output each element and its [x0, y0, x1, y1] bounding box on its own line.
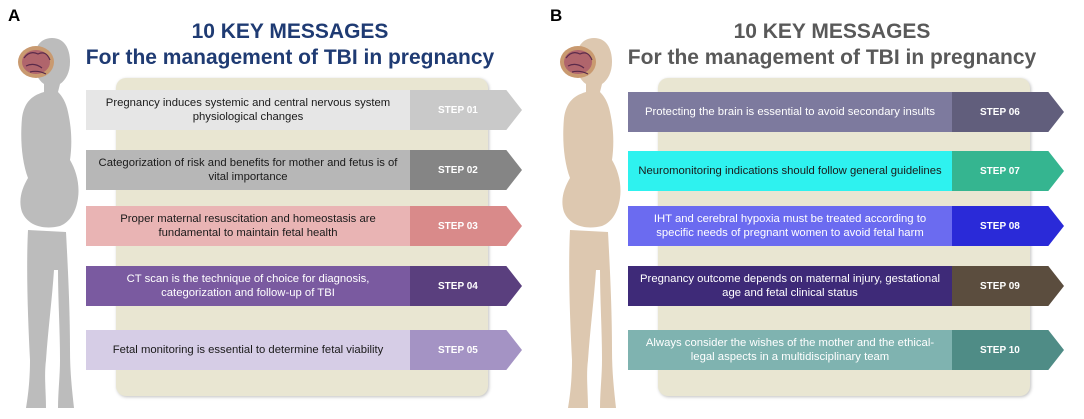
step-message: Neuromonitoring indications should follo… [628, 151, 952, 191]
step-row-08: IHT and cerebral hypoxia must be treated… [628, 206, 1064, 248]
step-row-04: CT scan is the technique of choice for d… [86, 266, 522, 308]
brain-icon [18, 46, 54, 78]
step-message: Proper maternal resuscitation and homeos… [86, 206, 410, 246]
step-row-06: Protecting the brain is essential to avo… [628, 92, 1064, 134]
step-row-03: Proper maternal resuscitation and homeos… [86, 206, 522, 248]
brain-icon [560, 46, 596, 78]
title-line1: 10 KEY MESSAGES [191, 20, 389, 43]
step-message: Pregnancy outcome depends on maternal in… [628, 266, 952, 306]
step-tag: STEP 03 [410, 206, 522, 246]
step-tag: STEP 10 [952, 330, 1064, 370]
title-line1: 10 KEY MESSAGES [733, 20, 931, 43]
step-message: IHT and cerebral hypoxia must be treated… [628, 206, 952, 246]
step-tag: STEP 08 [952, 206, 1064, 246]
pregnant-woman-silhouette-icon [560, 38, 621, 408]
step-tag: STEP 01 [410, 90, 522, 130]
step-message: Categorization of risk and benefits for … [86, 150, 410, 190]
step-message: Always consider the wishes of the mother… [628, 330, 952, 370]
step-row-09: Pregnancy outcome depends on maternal in… [628, 266, 1064, 308]
step-row-02: Categorization of risk and benefits for … [86, 150, 522, 192]
step-row-01: Pregnancy induces systemic and central n… [86, 90, 522, 132]
step-message: Protecting the brain is essential to avo… [628, 92, 952, 132]
pregnant-woman-silhouette-icon [18, 38, 79, 408]
step-message: CT scan is the technique of choice for d… [86, 266, 410, 306]
panel-letter: B [550, 6, 563, 25]
step-message: Pregnancy induces systemic and central n… [86, 90, 410, 130]
step-tag: STEP 07 [952, 151, 1064, 191]
step-tag: STEP 04 [410, 266, 522, 306]
step-tag: STEP 02 [410, 150, 522, 190]
step-message: Fetal monitoring is essential to determi… [86, 330, 410, 370]
title-line2: For the management of TBI in pregnancy [85, 46, 495, 69]
step-tag: STEP 05 [410, 330, 522, 370]
step-tag: STEP 06 [952, 92, 1064, 132]
panel-letter: A [8, 6, 21, 25]
title-line2: For the management of TBI in pregnancy [627, 46, 1037, 69]
panel-a: A 10 KEY MESSAGES For the management of … [8, 6, 522, 408]
panel-b: B 10 KEY MESSAGES For the management of … [542, 0, 1084, 419]
step-row-07: Neuromonitoring indications should follo… [628, 151, 1064, 193]
step-row-05: Fetal monitoring is essential to determi… [86, 330, 522, 372]
step-row-10: Always consider the wishes of the mother… [628, 330, 1064, 372]
step-tag: STEP 09 [952, 266, 1064, 306]
